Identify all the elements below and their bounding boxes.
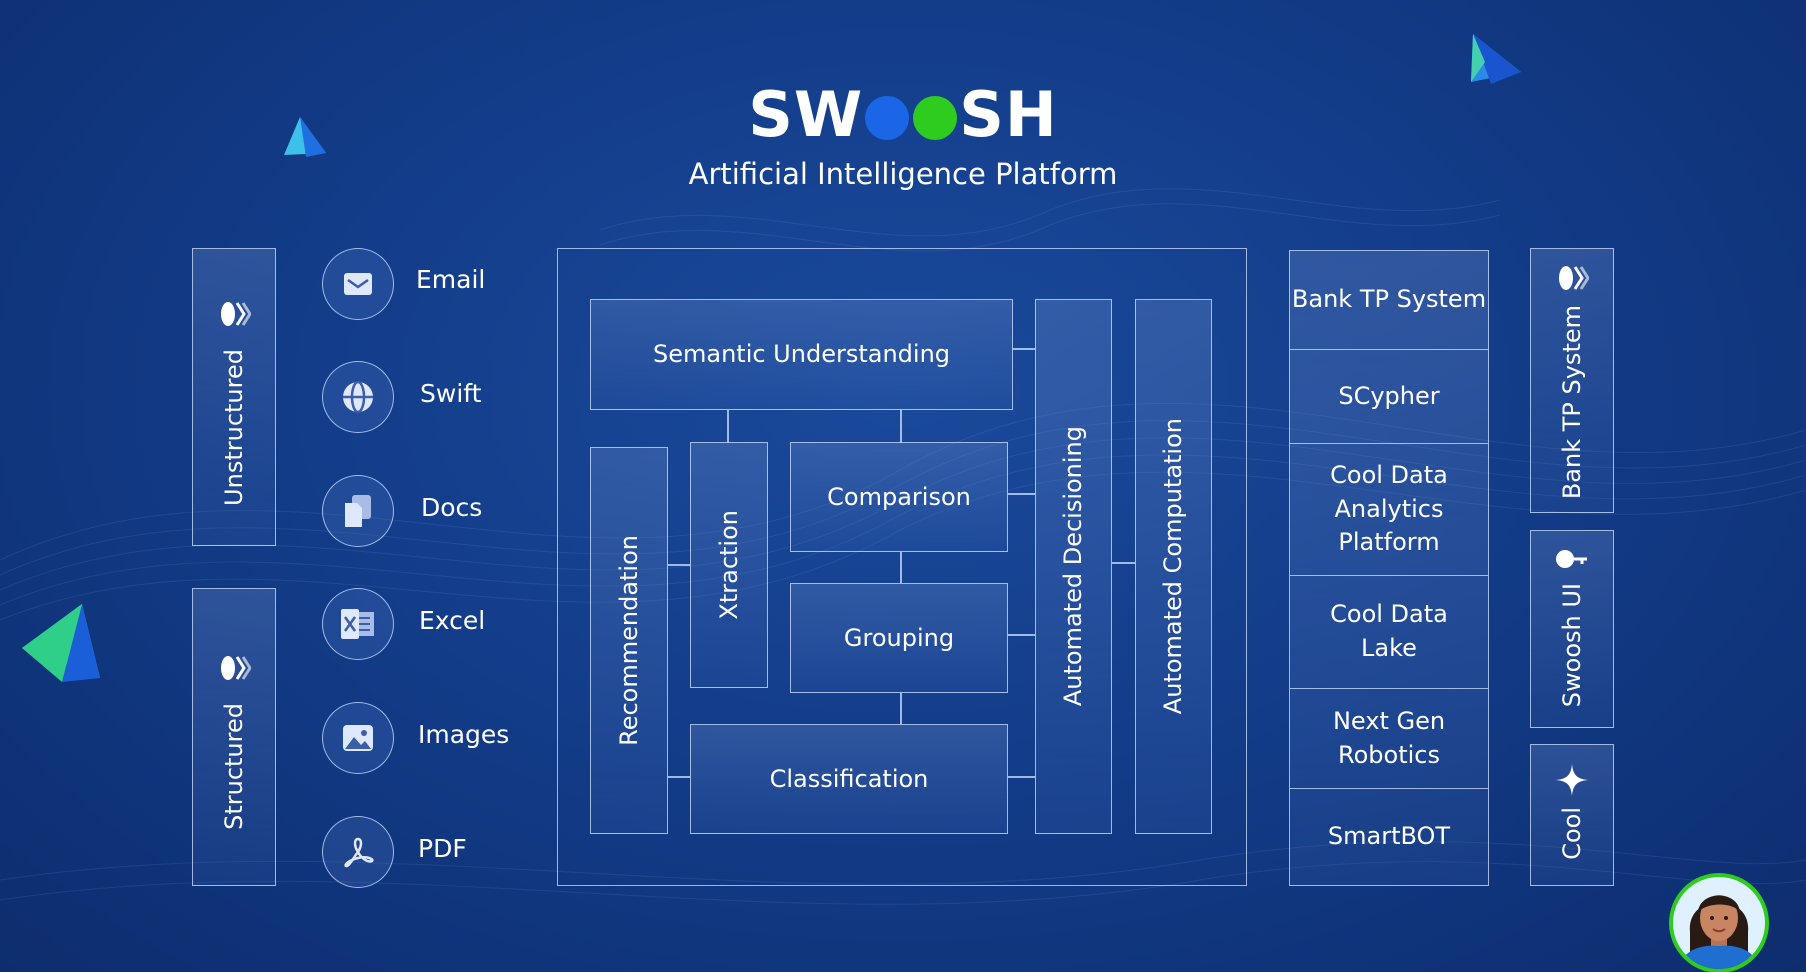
category-swoosh-ui: Swoosh UI (1530, 530, 1614, 728)
category-unstructured: Unstructured (192, 248, 276, 546)
module-label: Xtraction (714, 510, 743, 620)
module-label: Automated Decisioning (1059, 426, 1088, 707)
connector (900, 552, 902, 583)
connector (1013, 348, 1035, 350)
logo-mark-icon (221, 302, 251, 326)
brand-logo: SW SH (0, 78, 1806, 151)
avatar (1669, 873, 1769, 972)
module-automated-decisioning: Automated Decisioning (1035, 299, 1112, 834)
sparkle-icon (1556, 764, 1588, 796)
source-label: Excel (419, 606, 486, 635)
system-item: Cool Data Analytics Platform (1290, 444, 1488, 576)
email-icon (344, 273, 372, 295)
connector (668, 564, 690, 566)
source-swift (322, 361, 394, 433)
globe-icon (343, 380, 373, 414)
source-label: PDF (418, 834, 467, 863)
logo-mark-icon (221, 656, 251, 680)
category-label: Cool (1557, 807, 1586, 860)
system-item: SCypher (1290, 350, 1488, 444)
page-subtitle: Artificial Intelligence Platform (688, 157, 1118, 191)
module-comparison: Comparison (790, 442, 1008, 552)
connector (1112, 562, 1135, 564)
connector (668, 776, 690, 778)
source-excel (322, 588, 394, 660)
source-label: Email (416, 265, 486, 294)
source-images (322, 702, 394, 774)
connector (727, 410, 729, 443)
source-email (322, 248, 394, 320)
logo-mark-icon (1559, 266, 1589, 290)
pyramid-decoration-icon (1471, 34, 1521, 84)
module-label: Automated Computation (1159, 418, 1188, 715)
category-cool: Cool (1530, 744, 1614, 886)
system-item: Cool Data Lake (1290, 576, 1488, 689)
category-bank-tp-system: Bank TP System (1530, 248, 1614, 513)
module-grouping: Grouping (790, 583, 1008, 693)
systems-column: Bank TP System SCypher Cool Data Analyti… (1289, 250, 1489, 886)
module-label: Recommendation (614, 535, 643, 746)
platform-frame (557, 248, 1247, 886)
module-xtraction: Xtraction (690, 442, 768, 688)
source-label: Images (418, 720, 510, 749)
system-item: Next Gen Robotics (1290, 689, 1488, 789)
connector (900, 410, 902, 443)
connector (900, 693, 902, 724)
brand-dot-green (913, 96, 958, 140)
system-item: Bank TP System (1290, 251, 1488, 350)
category-label: Unstructured (219, 349, 248, 506)
module-classification: Classification (690, 724, 1008, 834)
source-docs (322, 475, 394, 547)
source-label: Docs (421, 493, 483, 522)
module-semantic-understanding: Semantic Understanding (590, 299, 1013, 410)
brand-text-right: SH (959, 78, 1058, 151)
connector (1008, 493, 1035, 495)
pyramid-decoration-icon (22, 604, 100, 682)
module-recommendation: Recommendation (590, 447, 668, 834)
connector (1008, 776, 1035, 778)
module-automated-computation: Automated Computation (1135, 299, 1212, 834)
category-label: Structured (219, 703, 248, 830)
category-label: Bank TP System (1557, 305, 1586, 500)
pdf-icon (344, 837, 374, 868)
system-item: SmartBOT (1327, 822, 1451, 851)
source-label: Swift (420, 379, 482, 408)
documents-icon (345, 495, 371, 527)
image-icon (343, 725, 373, 751)
brand-text-left: SW (748, 78, 864, 151)
brand-dot-blue (865, 96, 910, 140)
source-pdf (322, 816, 394, 888)
connector (1008, 634, 1035, 636)
pyramid-decoration-icon (284, 117, 326, 157)
category-structured: Structured (192, 588, 276, 886)
excel-icon (341, 609, 374, 639)
category-label: Swoosh UI (1557, 583, 1586, 708)
key-icon (1556, 550, 1587, 568)
